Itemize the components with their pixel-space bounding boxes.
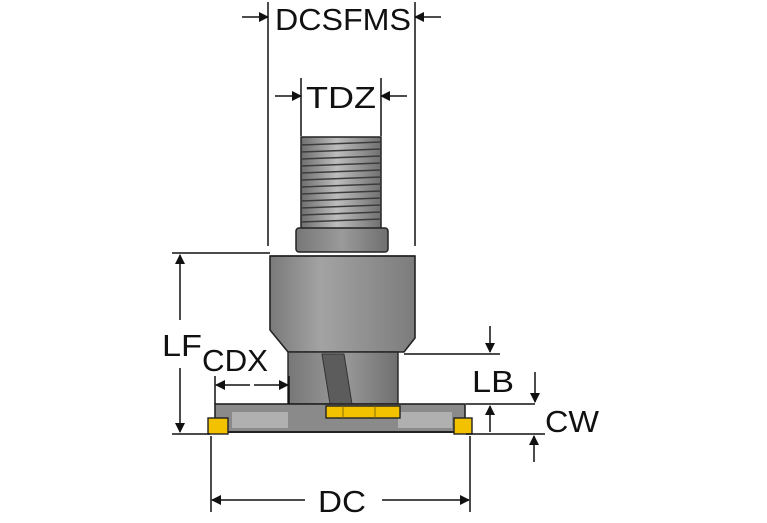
thread-line <box>300 169 382 174</box>
thread-line <box>300 211 382 216</box>
insert-top <box>325 405 401 419</box>
thread-line <box>300 155 382 160</box>
thread-line <box>300 218 382 223</box>
dimension-lines <box>172 2 545 512</box>
thread-lines <box>300 141 382 223</box>
label-cw: CW <box>545 404 600 439</box>
shank-collar <box>295 227 389 253</box>
label-tdz: TDZ <box>306 80 376 115</box>
thread-line <box>300 183 382 188</box>
insert-left <box>207 417 229 435</box>
label-lb: LB <box>472 364 514 399</box>
thread-line <box>300 176 382 181</box>
label-dcsfms: DCSFMS <box>275 2 411 37</box>
thread-line <box>300 204 382 209</box>
label-lf: LF <box>162 328 202 363</box>
insert-right <box>453 417 473 435</box>
thread-line <box>300 190 382 195</box>
thread-line <box>300 162 382 167</box>
label-dc: DC <box>318 484 366 519</box>
main-body <box>269 255 416 353</box>
thread-line <box>300 197 382 202</box>
cutter-body <box>207 136 473 435</box>
thread-line <box>300 148 382 153</box>
thread-line <box>300 141 382 146</box>
label-cdx: CDX <box>202 343 268 378</box>
